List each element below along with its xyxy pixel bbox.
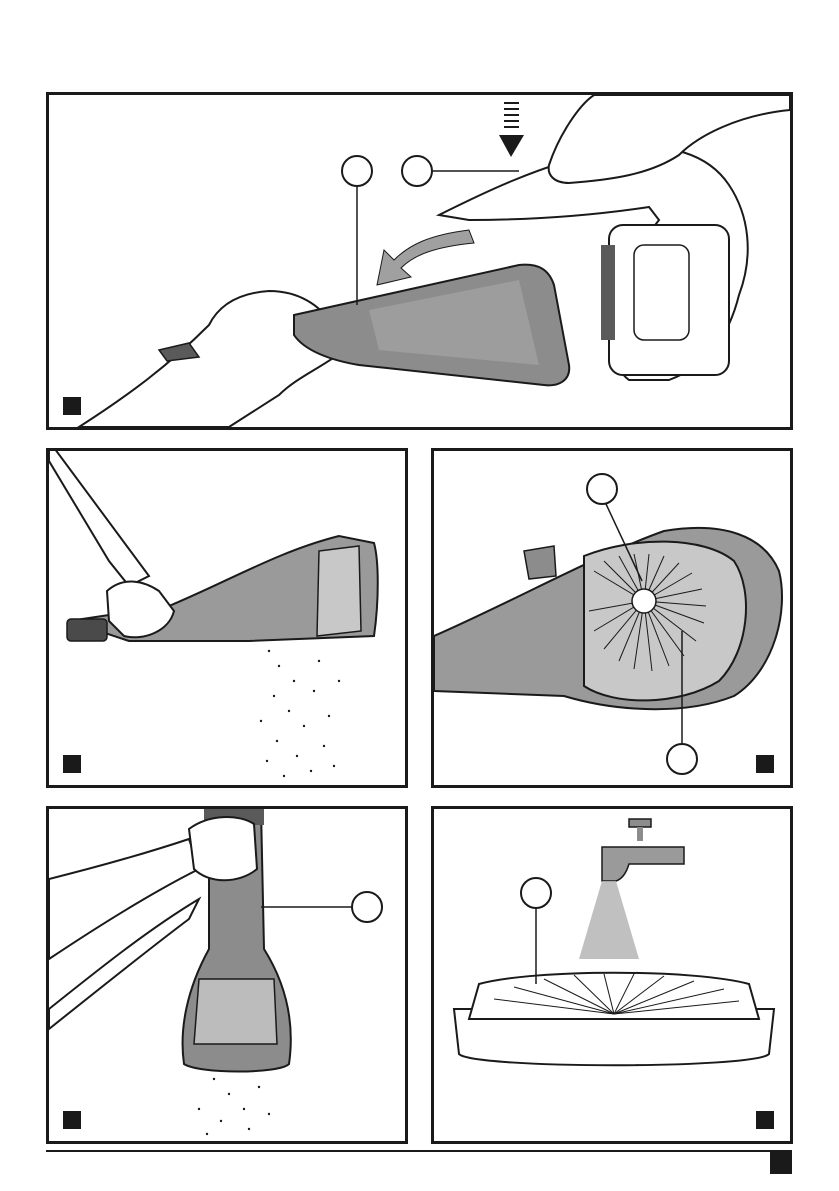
figure-d-illustration xyxy=(49,809,405,1141)
hand xyxy=(189,817,257,880)
water-tap xyxy=(602,819,684,881)
figure-marker xyxy=(63,1111,81,1129)
falling-debris xyxy=(260,650,340,777)
footer-rule xyxy=(46,1150,792,1152)
arm xyxy=(49,839,199,959)
pleated-filter-tray xyxy=(454,973,774,1066)
figure-e-illustration xyxy=(434,809,790,1141)
arm xyxy=(49,451,149,586)
page-marker xyxy=(770,1152,792,1174)
figure-b-panel xyxy=(46,448,408,788)
water-stream xyxy=(579,881,639,959)
figure-marker xyxy=(756,1111,774,1129)
figure-c-illustration xyxy=(434,451,790,785)
figure-a-illustration xyxy=(49,95,790,427)
callout-circle-2 xyxy=(667,744,697,774)
figure-a-panel xyxy=(46,92,793,430)
figure-d-panel xyxy=(46,806,408,1144)
removal-arrow xyxy=(377,230,474,285)
press-arrow xyxy=(504,103,519,127)
figure-marker xyxy=(63,755,81,773)
figure-e-panel xyxy=(431,806,793,1144)
falling-debris xyxy=(198,1078,270,1135)
figure-c-panel xyxy=(431,448,793,788)
figure-marker xyxy=(756,755,774,773)
figure-b-illustration xyxy=(49,451,405,785)
callout-circle xyxy=(352,892,382,922)
callout-circle-2 xyxy=(402,156,432,186)
callout-circle xyxy=(521,878,551,908)
callout-circle-1 xyxy=(587,474,617,504)
figure-marker xyxy=(63,397,81,415)
callout-circle-1 xyxy=(342,156,372,186)
